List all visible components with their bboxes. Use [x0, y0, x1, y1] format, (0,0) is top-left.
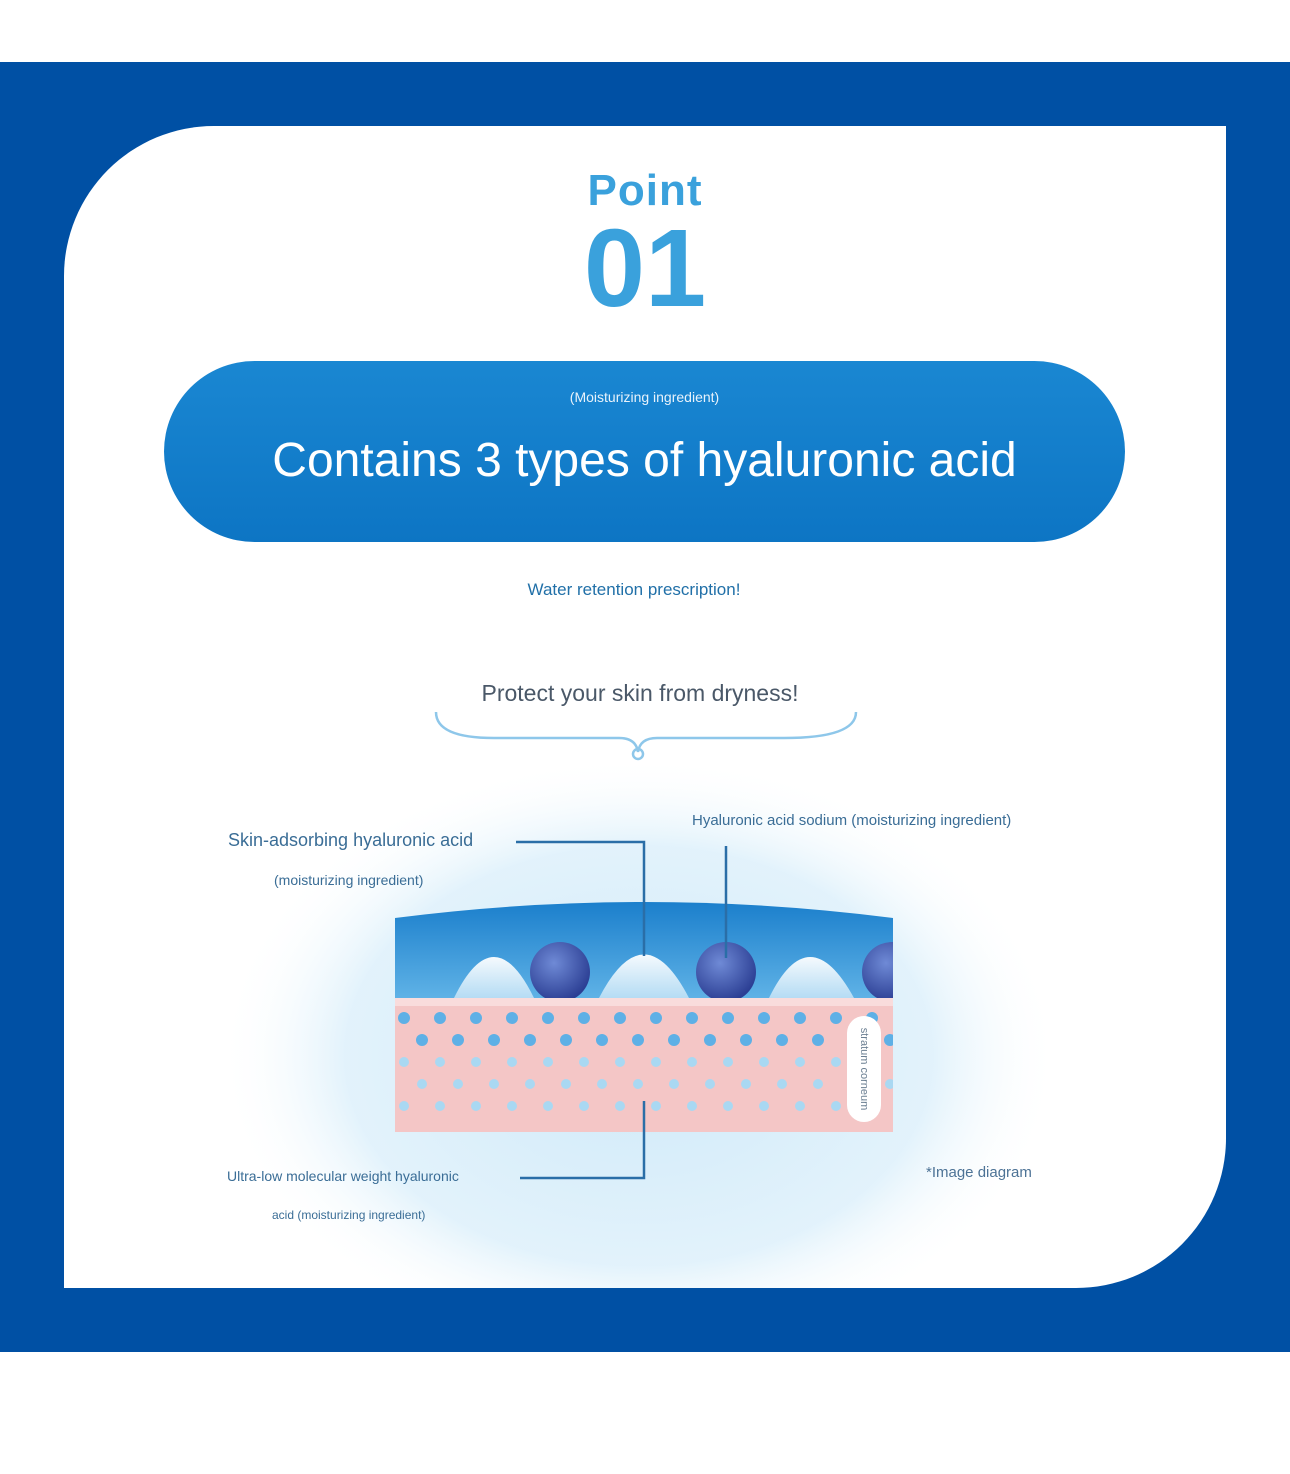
- footnote: *Image diagram: [926, 1164, 1032, 1181]
- hyaluronic-dot: [651, 1101, 661, 1111]
- hyaluronic-dot: [831, 1101, 841, 1111]
- hyaluronic-dot: [740, 1034, 752, 1046]
- sphere-1: [530, 942, 590, 1002]
- leader-line-ultra-low: [520, 1101, 646, 1180]
- hyaluronic-dot: [542, 1012, 554, 1024]
- hyaluronic-dot: [488, 1034, 500, 1046]
- hyaluronic-dot: [776, 1034, 788, 1046]
- hyaluronic-dot: [741, 1079, 751, 1089]
- hyaluronic-dot: [777, 1079, 787, 1089]
- hyaluronic-dot: [687, 1101, 697, 1111]
- hyaluronic-dot: [669, 1079, 679, 1089]
- hyaluronic-dot: [506, 1012, 518, 1024]
- label-skin-adsorbing: Skin-adsorbing hyaluronic acid: [228, 830, 474, 850]
- hyaluronic-dot: [579, 1057, 589, 1067]
- hyaluronic-dot: [398, 1012, 410, 1024]
- sphere-2: [696, 942, 756, 1002]
- hyaluronic-dot: [399, 1101, 409, 1111]
- hyaluronic-dot: [687, 1057, 697, 1067]
- hyaluronic-dot: [705, 1079, 715, 1089]
- skin-diagram: stratum corneum: [219, 711, 1059, 1288]
- label-sodium: Hyaluronic acid sodium (moisturizing ing…: [692, 812, 1012, 829]
- hyaluronic-dot: [471, 1057, 481, 1067]
- hyaluronic-dot: [668, 1034, 680, 1046]
- hyaluronic-dot: [758, 1012, 770, 1024]
- hyaluronic-dot: [722, 1012, 734, 1024]
- hyaluronic-dot: [831, 1057, 841, 1067]
- point-label: Point: [587, 166, 703, 215]
- hyaluronic-dot: [884, 1034, 893, 1046]
- hyaluronic-dot: [723, 1057, 733, 1067]
- stratum-label: stratum corneum: [858, 1028, 870, 1111]
- hyaluronic-dot: [615, 1057, 625, 1067]
- hyaluronic-dot: [795, 1101, 805, 1111]
- label-ultra-low-note: acid (moisturizing ingredient): [272, 1208, 426, 1222]
- hyaluronic-dot: [686, 1012, 698, 1024]
- stratum-label-pill: [847, 1016, 881, 1122]
- skin-top-edge: [395, 998, 893, 1006]
- hyaluronic-dot: [452, 1034, 464, 1046]
- content-card: Point 01 (Moisturizing ingredient) Conta…: [64, 126, 1226, 1288]
- tagline: Water retention prescription!: [527, 580, 741, 599]
- hyaluronic-dot: [651, 1057, 661, 1067]
- hyaluronic-dot: [579, 1101, 589, 1111]
- label-skin-adsorbing-note: (moisturizing ingredient): [274, 872, 424, 888]
- hump-3: [769, 957, 854, 998]
- hyaluronic-dot: [615, 1101, 625, 1111]
- hyaluronic-dot: [795, 1057, 805, 1067]
- hump-1: [454, 957, 534, 998]
- hyaluronic-dot: [813, 1079, 823, 1089]
- banner-title: Contains 3 types of hyaluronic acid: [272, 434, 1017, 487]
- hump-2: [599, 954, 689, 998]
- hyaluronic-dot: [489, 1079, 499, 1089]
- hyaluronic-dot: [614, 1012, 626, 1024]
- hyaluronic-dot: [399, 1057, 409, 1067]
- headline-banner: (Moisturizing ingredient) Contains 3 typ…: [164, 361, 1125, 542]
- hyaluronic-dot: [434, 1012, 446, 1024]
- banner-subtitle: (Moisturizing ingredient): [569, 389, 720, 405]
- hyaluronic-dot: [560, 1034, 572, 1046]
- hyaluronic-dot: [416, 1034, 428, 1046]
- hyaluronic-dot: [794, 1012, 806, 1024]
- hyaluronic-dot: [435, 1057, 445, 1067]
- hyaluronic-dot: [759, 1101, 769, 1111]
- hyaluronic-dot: [578, 1012, 590, 1024]
- brace-knot: [631, 747, 645, 761]
- hyaluronic-dot: [723, 1101, 733, 1111]
- hyaluronic-dot: [812, 1034, 824, 1046]
- hyaluronic-dot: [453, 1079, 463, 1089]
- hyaluronic-dot: [650, 1012, 662, 1024]
- label-ultra-low: Ultra-low molecular weight hyaluronic: [227, 1168, 459, 1184]
- hyaluronic-dot: [633, 1079, 643, 1089]
- brace-decoration: [434, 711, 858, 753]
- hyaluronic-dot: [470, 1012, 482, 1024]
- sphere-3: [862, 942, 893, 1002]
- hyaluronic-dot: [759, 1057, 769, 1067]
- hyaluronic-dot: [417, 1079, 427, 1089]
- hyaluronic-dot: [543, 1057, 553, 1067]
- leader-line-adsorbing: [516, 840, 646, 956]
- hyaluronic-dot: [543, 1101, 553, 1111]
- hyaluronic-dot: [597, 1079, 607, 1089]
- hyaluronic-dot: [830, 1012, 842, 1024]
- hyaluronic-dot: [507, 1101, 517, 1111]
- hyaluronic-dot: [471, 1101, 481, 1111]
- hyaluronic-dot: [704, 1034, 716, 1046]
- hyaluronic-dot: [632, 1034, 644, 1046]
- hyaluronic-dot: [525, 1079, 535, 1089]
- point-number: 01: [583, 207, 707, 330]
- hyaluronic-dot: [561, 1079, 571, 1089]
- hyaluronic-dot: [596, 1034, 608, 1046]
- section-heading: Protect your skin from dryness!: [481, 680, 799, 706]
- hyaluronic-dot: [885, 1079, 893, 1089]
- hyaluronic-dot: [507, 1057, 517, 1067]
- hyaluronic-dot: [524, 1034, 536, 1046]
- hyaluronic-dot: [435, 1101, 445, 1111]
